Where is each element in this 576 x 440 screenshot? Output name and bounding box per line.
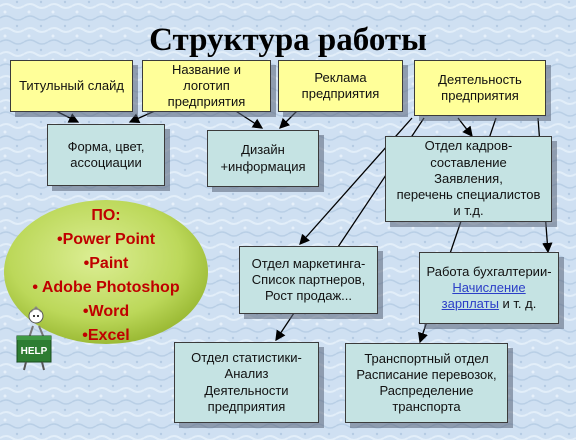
activity-box: Деятельность предприятия (414, 60, 546, 116)
statistics-box: Отдел статистики- Анализ Деятельности пр… (174, 342, 319, 423)
title-slide-box: Титульный слайд (10, 60, 133, 112)
software-ellipse (4, 200, 208, 344)
transport-box: Транспортный отдел Расписание перевозок,… (345, 343, 508, 423)
help-figure-icon: HELP (16, 306, 52, 371)
software-item: •Word (82, 303, 130, 320)
software-list: ПО: •Power Point •Paint • Adobe Photosho… (6, 204, 206, 348)
salary-link[interactable]: Начисление зарплаты (441, 279, 526, 312)
name-logo-box: Название и логотип предприятия (142, 60, 271, 112)
software-item: • Adobe Photoshop (32, 279, 180, 296)
help-label: HELP (21, 346, 48, 357)
design-box: Дизайн +информация (207, 130, 319, 187)
software-item: •Paint (83, 255, 129, 272)
accounting-box: Работа бухгалтерии-Начисление зарплаты и… (419, 252, 559, 324)
page-title: Структура работы (149, 22, 427, 58)
marketing-box: Отдел маркетинга- Список партнеров, Рост… (239, 246, 378, 314)
hr-dept-box: Отдел кадров- составление Заявления, пер… (385, 136, 552, 222)
accounting-text: Работа бухгалтерии-Начисление зарплаты и… (426, 263, 552, 312)
software-heading: ПО: (91, 207, 121, 224)
advertising-box: Реклама предприятия (278, 60, 403, 112)
form-box: Форма, цвет, ассоциации (47, 124, 165, 186)
software-item: •Power Point (56, 231, 156, 248)
software-item: •Excel (82, 327, 130, 344)
